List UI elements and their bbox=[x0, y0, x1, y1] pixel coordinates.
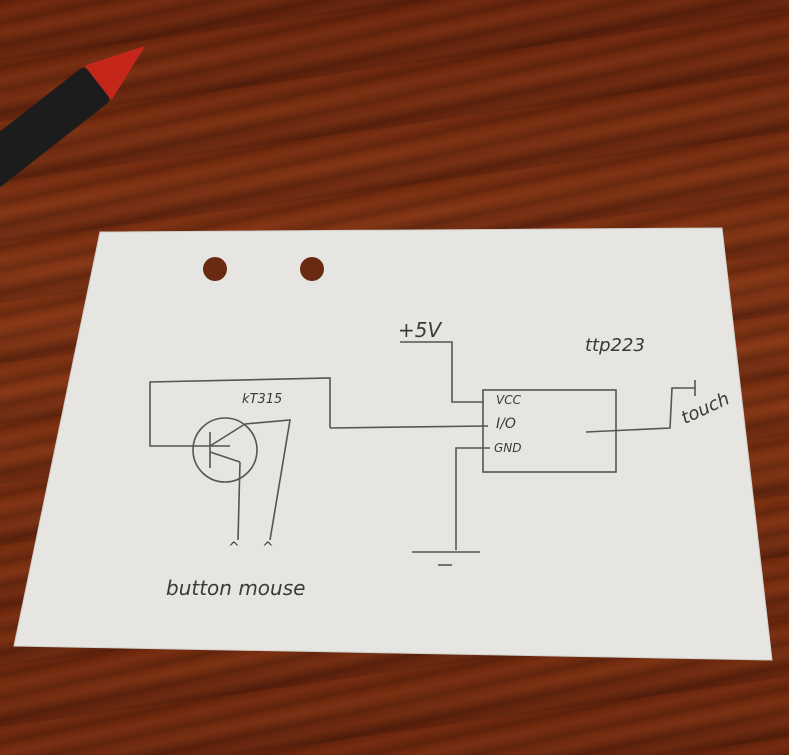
button-terminal-1: ^ bbox=[228, 540, 240, 556]
module-label: ttp223 bbox=[585, 335, 645, 356]
pin-io: I/O bbox=[496, 416, 516, 432]
schematic-lines bbox=[149, 341, 696, 566]
punch-hole bbox=[300, 257, 324, 281]
supply-label: +5V bbox=[398, 318, 442, 342]
button-terminal-2: ^ bbox=[262, 540, 274, 556]
transistor-label: kT315 bbox=[242, 392, 283, 407]
button-label: button mouse bbox=[166, 576, 306, 600]
pin-vcc: VCC bbox=[496, 393, 521, 407]
punch-hole bbox=[203, 257, 227, 281]
pin-gnd: GND bbox=[494, 441, 522, 455]
